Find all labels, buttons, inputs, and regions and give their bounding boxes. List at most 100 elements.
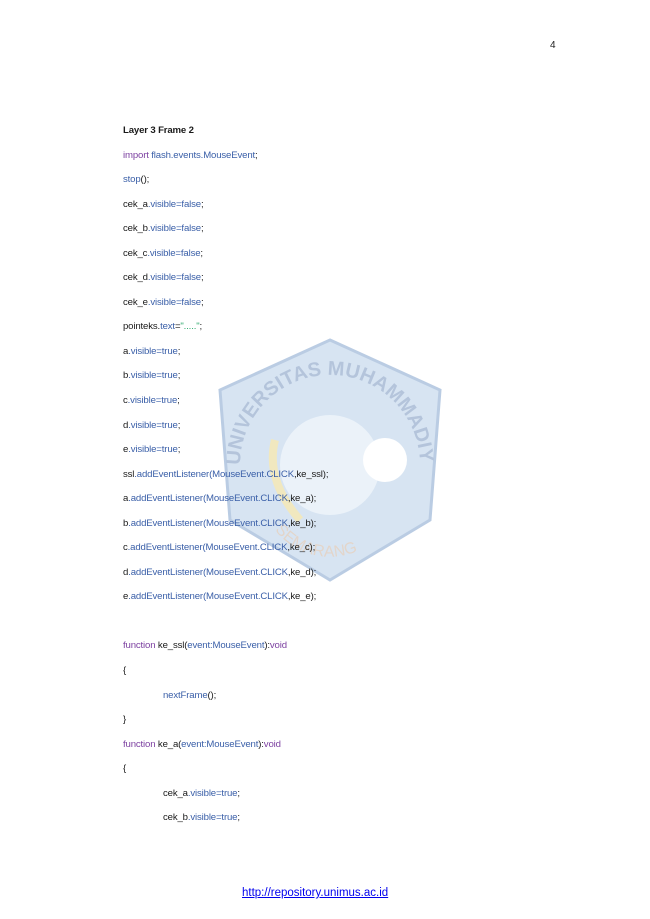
code-token: ): xyxy=(264,640,270,652)
code-token: .visible=true xyxy=(128,419,178,431)
code-token: .visible=false xyxy=(147,223,201,235)
code-line: { xyxy=(123,664,328,689)
code-token: ssl xyxy=(123,468,135,480)
code-token: e xyxy=(123,444,129,456)
repository-link[interactable]: http://repository.unimus.ac.id xyxy=(242,887,389,899)
code-token: cek_e xyxy=(123,296,148,308)
code-token: ,ke_d); xyxy=(287,566,317,578)
code-token: .addEventListener(MouseEvent.CLICK xyxy=(128,517,288,529)
code-token: function xyxy=(123,640,158,652)
code-token: ; xyxy=(177,419,181,431)
code-token: { xyxy=(123,763,127,775)
code-line: d.visible=true; xyxy=(123,419,328,444)
code-line: b.visible=true; xyxy=(123,369,328,394)
code-token: cek_a xyxy=(123,198,148,210)
code-token: .visible=true xyxy=(127,395,178,407)
code-token: b xyxy=(123,370,129,382)
code-token: .visible=true xyxy=(187,812,238,824)
code-token: pointeks. xyxy=(123,321,161,333)
code-token: cek_b xyxy=(163,812,188,824)
code-token: event:MouseEvent xyxy=(181,738,259,750)
code-line: stop(); xyxy=(123,173,328,198)
code-token: ; xyxy=(200,198,204,210)
code-token: nextFrame xyxy=(163,689,208,701)
code-token: .addEventListener(MouseEvent.CLICK xyxy=(128,493,288,505)
university-logo-watermark: UNIVERSITAS MUHAMMADIYAH SEMARANG xyxy=(205,330,442,582)
code-token: ; xyxy=(177,444,181,456)
code-token: d xyxy=(123,566,129,578)
code-token: ; xyxy=(237,812,240,824)
code-line: e.addEventListener(MouseEvent.CLICK,ke_e… xyxy=(123,590,328,615)
code-line: function ke_ssl(event:MouseEvent):void xyxy=(123,639,328,664)
code-token: } xyxy=(123,714,127,726)
code-token: .addEventListener(MouseEvent.CLICK xyxy=(127,542,288,554)
code-token: .visible=false xyxy=(147,198,201,210)
code-line: import flash.events.MouseEvent; xyxy=(123,149,328,174)
code-line: } xyxy=(123,713,328,738)
code-token: stop xyxy=(123,174,141,186)
code-token: ke_ssl( xyxy=(157,640,188,652)
code-token: ; xyxy=(255,149,258,161)
page-number: 4 xyxy=(550,40,556,51)
code-token: .visible=false xyxy=(147,272,201,284)
code-token: ke_a( xyxy=(157,738,182,750)
code-token: .visible=false xyxy=(147,247,201,259)
code-token: ; xyxy=(177,395,180,407)
code-token: .visible=false xyxy=(147,296,201,308)
code-token: cek_c xyxy=(123,247,148,259)
code-line: d.addEventListener(MouseEvent.CLICK,ke_d… xyxy=(123,566,328,591)
code-token: c xyxy=(123,395,128,407)
code-token: c xyxy=(123,542,128,554)
code-token: (); xyxy=(140,174,150,186)
code-token: { xyxy=(123,665,127,677)
code-line: pointeks.text="....."; xyxy=(123,320,328,345)
code-token: = xyxy=(174,321,181,333)
code-line: { xyxy=(123,762,328,787)
code-line: cek_b.visible=false; xyxy=(123,222,328,247)
code-token: ; xyxy=(177,345,181,357)
code-token: .visible=true xyxy=(128,345,178,357)
code-token: .addEventListener(MouseEvent.CLICK xyxy=(128,566,288,578)
code-token: ; xyxy=(200,272,204,284)
code-line: a.visible=true; xyxy=(123,345,328,370)
code-token: function xyxy=(123,738,158,750)
code-token: cek_a xyxy=(163,787,188,799)
code-token: d xyxy=(123,419,129,431)
code-token: flash.events.MouseEvent xyxy=(151,149,256,161)
code-token: import xyxy=(123,149,152,161)
code-token: ,ke_e); xyxy=(287,591,317,603)
code-line: c.addEventListener(MouseEvent.CLICK,ke_c… xyxy=(123,541,328,566)
code-token: .visible=true xyxy=(187,787,238,799)
code-token: ; xyxy=(199,321,202,333)
code-token: text xyxy=(160,321,175,333)
code-line: c.visible=true; xyxy=(123,394,328,419)
code-token: ,ke_c); xyxy=(287,542,316,554)
code-token: void xyxy=(269,640,287,652)
code-token: "....." xyxy=(180,321,200,333)
code-line: cek_a.visible=false; xyxy=(123,198,328,223)
code-token: a xyxy=(123,493,129,505)
code-token: a xyxy=(123,345,129,357)
code-line: nextFrame(); xyxy=(123,689,328,714)
code-line: b.addEventListener(MouseEvent.CLICK,ke_b… xyxy=(123,517,328,542)
code-token: ): xyxy=(258,738,264,750)
code-line: cek_d.visible=false; xyxy=(123,271,328,296)
code-token: e xyxy=(123,591,129,603)
code-line: cek_c.visible=false; xyxy=(123,247,328,272)
code-token: ; xyxy=(200,223,204,235)
code-token: cek_d xyxy=(123,272,148,284)
code-listing: Layer 3 Frame 2 import flash.events.Mous… xyxy=(123,124,328,836)
code-token: event:MouseEvent xyxy=(187,640,265,652)
code-line: a.addEventListener(MouseEvent.CLICK,ke_a… xyxy=(123,492,328,517)
code-token: cek_b xyxy=(123,223,148,235)
code-token: (); xyxy=(207,689,217,701)
section-heading: Layer 3 Frame 2 xyxy=(123,125,194,136)
code-token: .visible=true xyxy=(128,444,178,456)
code-line xyxy=(123,615,328,640)
code-line: cek_b.visible=true; xyxy=(123,811,328,836)
code-token: .visible=true xyxy=(128,370,178,382)
code-token: .addEventListener(MouseEvent.CLICK xyxy=(128,591,288,603)
code-token: .addEventListener(MouseEvent.CLICK xyxy=(134,468,294,480)
code-token: b xyxy=(123,517,129,529)
code-token: ; xyxy=(200,296,204,308)
